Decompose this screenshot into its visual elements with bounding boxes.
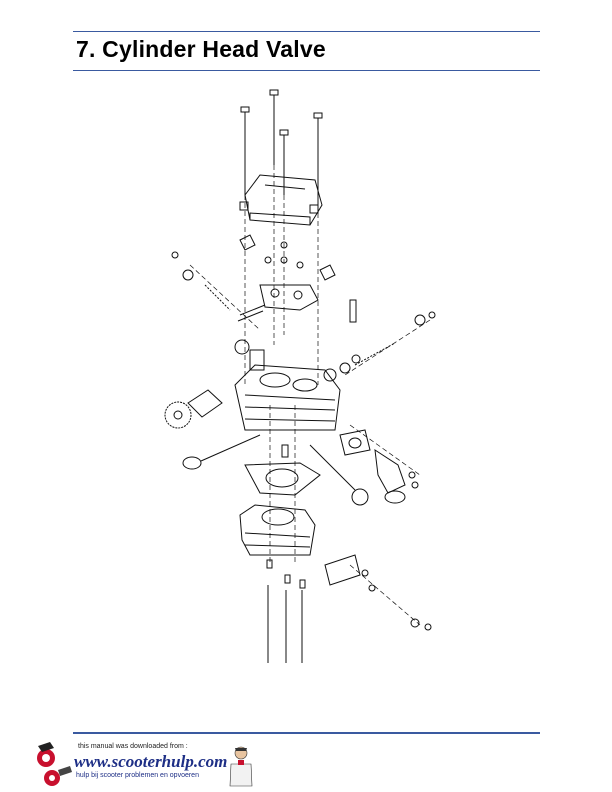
footer-rule: [73, 732, 540, 734]
cam-sprocket: [164, 389, 223, 429]
head-gasket: [244, 444, 321, 496]
cylinder-block: [239, 504, 432, 631]
site-tagline: hulp bij scooter problemen en opvoeren: [76, 772, 199, 779]
valves: [182, 434, 369, 506]
top-bolts: [240, 89, 323, 205]
downloaded-from-text: this manual was downloaded from :: [78, 743, 188, 750]
rocker-assembly: [237, 234, 357, 323]
footer-logo[interactable]: this manual was downloaded from : www.sc…: [30, 740, 270, 790]
exploded-view-diagram: [164, 89, 436, 663]
studs: [266, 559, 306, 663]
site-link[interactable]: www.scooterhulp.com: [74, 752, 228, 771]
page-title: 7. Cylinder Head Valve: [76, 36, 326, 62]
head-cover: [239, 174, 323, 226]
cylinder-head: [234, 349, 341, 431]
scooter-mascot-icon: [37, 742, 72, 786]
nuts: [171, 251, 436, 374]
springs: [204, 284, 396, 366]
intake-manifold: [339, 429, 419, 504]
header-rule-bottom: [73, 70, 540, 71]
mechanic-figure-icon: [229, 746, 253, 787]
header-rule-top: [73, 31, 540, 32]
